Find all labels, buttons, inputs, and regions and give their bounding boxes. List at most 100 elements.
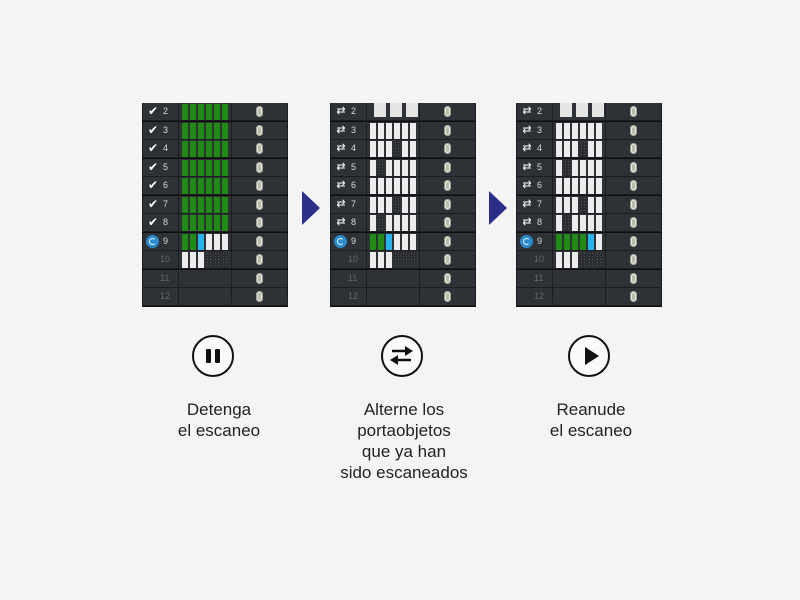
slide-slot (572, 252, 578, 268)
slide-tray-row[interactable]: ⇄5 (330, 158, 476, 178)
slide-slot (222, 104, 228, 120)
slide-tray-row[interactable]: ⇄8 (516, 214, 662, 233)
tray-lock-icon (444, 272, 451, 284)
checkmark-icon: ✔ (147, 141, 159, 155)
swap-slides-button[interactable] (381, 335, 423, 377)
slide-tray-row[interactable]: 11 (516, 269, 662, 289)
slide-tray-row[interactable]: 12 (330, 288, 476, 307)
slide-tray-row[interactable]: 9 (330, 232, 476, 252)
slide-slot (556, 159, 562, 176)
slide-slot (410, 196, 416, 213)
tray-indicator-cell (606, 232, 661, 250)
slide-slot (370, 233, 376, 250)
tray-number: 7 (163, 198, 169, 209)
checkmark-icon: ✔ (147, 215, 159, 229)
slide-tray-row[interactable]: ✔8 (142, 214, 288, 233)
slide-tray-row[interactable]: ⇄4 (516, 140, 662, 159)
caption-line: el escaneo (177, 421, 261, 440)
tray-number: 5 (351, 161, 357, 172)
slide-tray-row[interactable]: ⇄4 (330, 140, 476, 159)
tray-number: 5 (537, 161, 543, 172)
slide-slots-cell (553, 214, 605, 231)
slide-tray-row[interactable]: ✔3 (142, 121, 288, 141)
tray-status-cell: ⇄6 (331, 177, 366, 194)
slide-slot (588, 196, 594, 213)
slide-slot (572, 233, 578, 250)
slide-tray-row[interactable]: 9 (142, 232, 288, 252)
tray-lock-icon (630, 254, 637, 265)
tray-indicator-cell (232, 288, 287, 305)
tray-status-cell: ⇄4 (331, 140, 366, 157)
tray-number: 2 (537, 106, 543, 116)
resume-button[interactable] (568, 335, 610, 377)
slide-tray-row[interactable]: ✔4 (142, 140, 288, 159)
swap-icon: ⇄ (522, 105, 532, 117)
slide-slot (370, 178, 376, 194)
slide-tray-row[interactable]: 12 (516, 288, 662, 307)
caption-line: Reanude (556, 400, 626, 419)
slide-tray-row[interactable]: 10 (516, 251, 662, 270)
tray-indicator-cell (420, 288, 475, 305)
slide-tray-row[interactable]: ⇄5 (516, 158, 662, 178)
slide-tray-row[interactable]: ⇄3 (516, 121, 662, 141)
slide-slot (386, 159, 392, 176)
slide-tray-row[interactable]: 11 (330, 269, 476, 289)
slide-slots-cell (179, 288, 231, 305)
slide-slot (182, 252, 188, 268)
slide-slot (410, 252, 416, 268)
slide-slot (206, 159, 212, 176)
tray-number: 3 (351, 124, 357, 135)
slide-slots-cell (367, 251, 419, 268)
slide-tray-row[interactable]: 12 (142, 288, 288, 307)
slide-slot (182, 141, 188, 157)
slide-tray-row[interactable]: ⇄7 (330, 195, 476, 215)
slide-slots-cell (553, 195, 605, 213)
pause-button[interactable] (192, 335, 234, 377)
slide-tray-row[interactable]: ⇄7 (516, 195, 662, 215)
tray-lock-icon (256, 124, 263, 136)
tray-number: 9 (351, 235, 357, 246)
slide-tray-row[interactable]: ⇄3 (330, 121, 476, 141)
slide-slot (564, 196, 570, 213)
slide-tray-row[interactable]: 10 (330, 251, 476, 270)
slide-slot (410, 159, 416, 176)
slide-slot (580, 159, 586, 176)
slide-tray-row[interactable]: ⇄8 (330, 214, 476, 233)
swap-icon: ⇄ (336, 123, 346, 136)
slide-slot (410, 122, 416, 139)
slide-slot (214, 233, 220, 250)
tray-lock-icon (444, 217, 451, 228)
slide-tray-row[interactable]: ⇄6 (330, 177, 476, 196)
slide-slot (556, 233, 562, 250)
slide-tray-row[interactable]: 11 (142, 269, 288, 289)
slide-slot (198, 141, 204, 157)
slide-tray-row[interactable]: 10 (142, 251, 288, 270)
slide-slot (190, 233, 196, 250)
slide-slot (580, 178, 586, 194)
slide-tray-row[interactable]: ⇄6 (516, 177, 662, 196)
slide-slot (576, 103, 588, 117)
tray-status-cell: ⇄6 (517, 177, 552, 194)
slide-slot (198, 252, 204, 268)
tray-indicator-cell (606, 103, 661, 120)
slide-tray-row[interactable]: ✔6 (142, 177, 288, 196)
slide-slot (214, 196, 220, 213)
tray-number: 4 (351, 143, 357, 153)
slide-tray-row[interactable]: 9 (516, 232, 662, 252)
tray-indicator-cell (420, 177, 475, 194)
checkmark-icon: ✔ (147, 104, 159, 118)
slide-tray-row[interactable]: ⇄2 (330, 103, 476, 122)
slide-tray-row[interactable]: ✔5 (142, 158, 288, 178)
slide-slot (572, 122, 578, 139)
tray-status-cell: ✔6 (143, 177, 178, 194)
slide-slots-cell (553, 269, 605, 287)
slide-tray-row[interactable]: ✔7 (142, 195, 288, 215)
slide-tray-row[interactable]: ✔2 (142, 103, 288, 122)
slide-tray-row[interactable]: ⇄2 (516, 103, 662, 122)
tray-status-cell: 10 (331, 251, 366, 268)
tray-lock-icon (444, 254, 451, 265)
tray-indicator-cell (232, 232, 287, 250)
slide-slot (198, 159, 204, 176)
tray-lock-icon (630, 106, 637, 117)
swap-icon: ⇄ (522, 123, 532, 136)
